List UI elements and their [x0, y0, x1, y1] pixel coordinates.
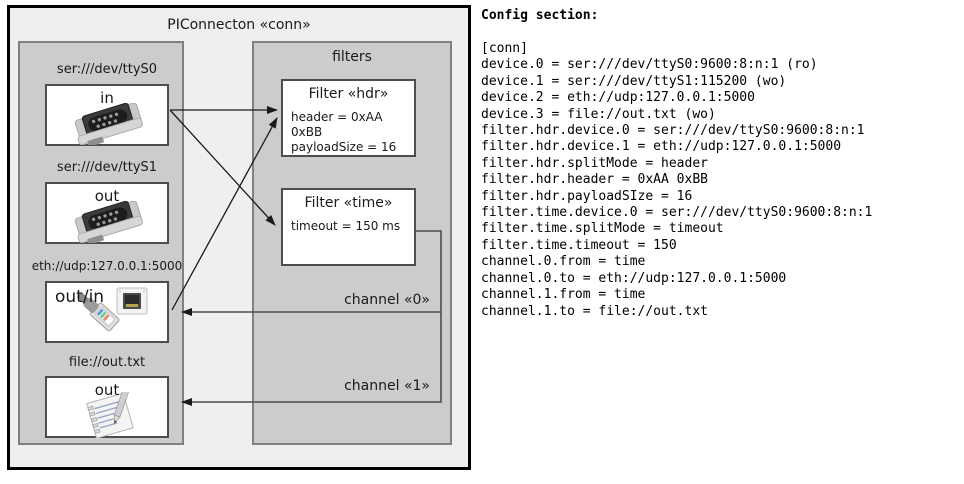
filter-hdr-title: Filter «hdr» [308, 86, 389, 102]
filter-time-attr-timeout: timeout = 150 ms [291, 219, 401, 233]
device-label-ttys0: ser:///dev/ttyS0 [56, 62, 158, 77]
filter-box-hdr[interactable]: Filter «hdr» header = 0xAA 0xBB payloadS… [281, 79, 416, 157]
config-section: Config section: [conn] device.0 = ser://… [481, 8, 961, 320]
filter-hdr-attr-payloadsize: payloadSize = 16 [291, 140, 397, 154]
filters-panel-title: filters [332, 49, 372, 65]
serial-port-icon [74, 103, 143, 145]
serial-port-icon [74, 201, 143, 243]
device-label-eth: eth://udp:127.0.0.1:5000 [31, 259, 183, 273]
filter-hdr-attrs: header = 0xAA 0xBB payloadSize = 16 [291, 110, 414, 155]
device-label-ttys1: ser:///dev/ttyS1 [56, 160, 158, 175]
device-box-file[interactable]: out [45, 376, 169, 438]
filter-time-title: Filter «time» [304, 195, 393, 211]
device-direction-out: out [94, 187, 120, 205]
text-file-icon [86, 392, 134, 438]
device-direction-in: in [100, 89, 114, 107]
device-box-eth[interactable]: out/in [45, 281, 169, 343]
filter-hdr-attr-header: header = 0xAA 0xBB [291, 110, 383, 139]
device-direction-outin: out/in [55, 287, 105, 307]
channel-label-0: channel «0» [344, 292, 430, 308]
config-heading: Config section: [481, 8, 599, 23]
filter-time-attrs: timeout = 150 ms [291, 219, 400, 234]
device-box-ttys1[interactable]: out [45, 182, 169, 244]
device-direction-out-file: out [94, 381, 120, 399]
config-text: [conn] device.0 = ser:///dev/ttyS0:9600:… [481, 41, 873, 319]
device-label-file: file://out.txt [68, 355, 146, 370]
channel-label-1: channel «1» [344, 378, 430, 394]
device-box-ttys0[interactable]: in [45, 84, 169, 146]
component-title: PIConnecton «conn» [167, 17, 311, 33]
ethernet-jack-icon [77, 287, 148, 332]
filter-box-time[interactable]: Filter «time» timeout = 150 ms [281, 188, 416, 266]
